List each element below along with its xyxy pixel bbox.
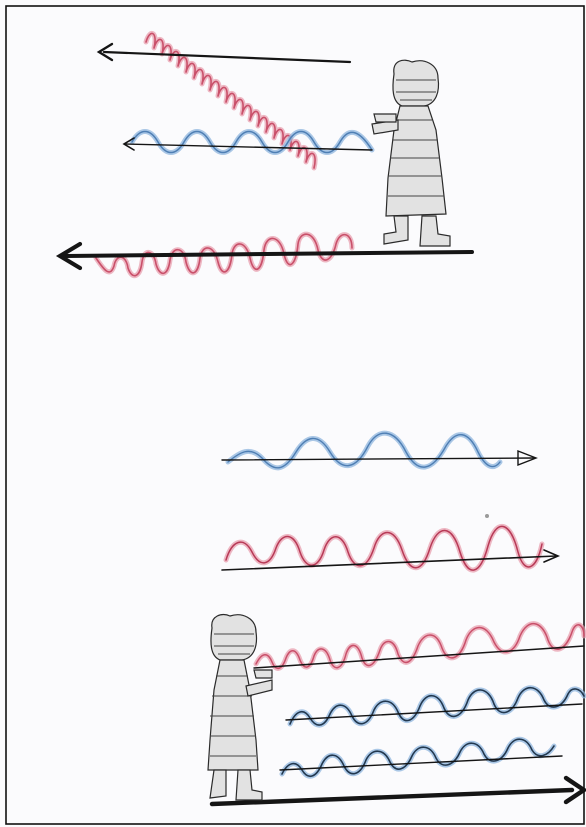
ground-axis-line: [64, 250, 474, 258]
bottom-row-4: [285, 685, 586, 728]
axis-line: [102, 50, 352, 64]
figure-arm: [245, 679, 273, 697]
arrowhead-right-icon: [517, 449, 538, 467]
bottom-row-2: [221, 514, 561, 573]
arrowhead-left-icon: [96, 42, 114, 62]
bottom-row-5: [279, 736, 563, 779]
figure-head: [210, 613, 258, 661]
red-wave: [253, 621, 586, 671]
bottom-row-1: [221, 430, 538, 471]
figure-body: [385, 105, 447, 217]
red-wave-outline: [145, 32, 316, 169]
red-wave-outline: [255, 623, 585, 670]
top-scene: [55, 31, 474, 279]
bottom-row-3: [253, 621, 586, 671]
axis-line: [221, 457, 535, 461]
arrowhead-right-icon: [543, 549, 561, 563]
axis-line: [221, 555, 557, 571]
axis-line: [125, 143, 373, 151]
ink-speck: [485, 514, 489, 518]
arrowhead-left-icon: [122, 137, 135, 151]
person-figure-icon: [207, 613, 273, 801]
arrowhead-left-icon: [55, 241, 83, 271]
figure-body: [207, 659, 259, 771]
top-row-1: [96, 31, 352, 171]
blue-wave-outline: [131, 130, 373, 154]
figure-head: [392, 59, 440, 107]
axis-line: [285, 703, 583, 721]
red-wave-outline: [225, 525, 543, 571]
blue-wave: [225, 430, 503, 471]
blue-wave-outline: [281, 738, 555, 777]
arrowhead-right-icon: [563, 775, 586, 805]
red-wave-outline: [95, 233, 353, 277]
bottom-scene: [207, 430, 586, 807]
figure-hand: [253, 669, 273, 679]
top-row-2: [122, 129, 375, 155]
page-border: [5, 5, 585, 825]
ground-axis-line: [209, 787, 575, 807]
figure-right-leg: [235, 769, 263, 801]
top-row-3: [55, 231, 474, 279]
axis-line: [253, 645, 585, 669]
figure-left-leg: [209, 769, 227, 799]
bottom-ground-arrow: [209, 775, 586, 807]
blue-wave-outline: [289, 686, 585, 726]
figure-left-leg: [383, 215, 409, 245]
person-figure-icon: [371, 59, 451, 247]
axis-line: [279, 755, 563, 771]
blue-wave-outline: [227, 432, 501, 469]
figure-hand: [373, 113, 397, 123]
figure-right-leg: [419, 215, 451, 247]
